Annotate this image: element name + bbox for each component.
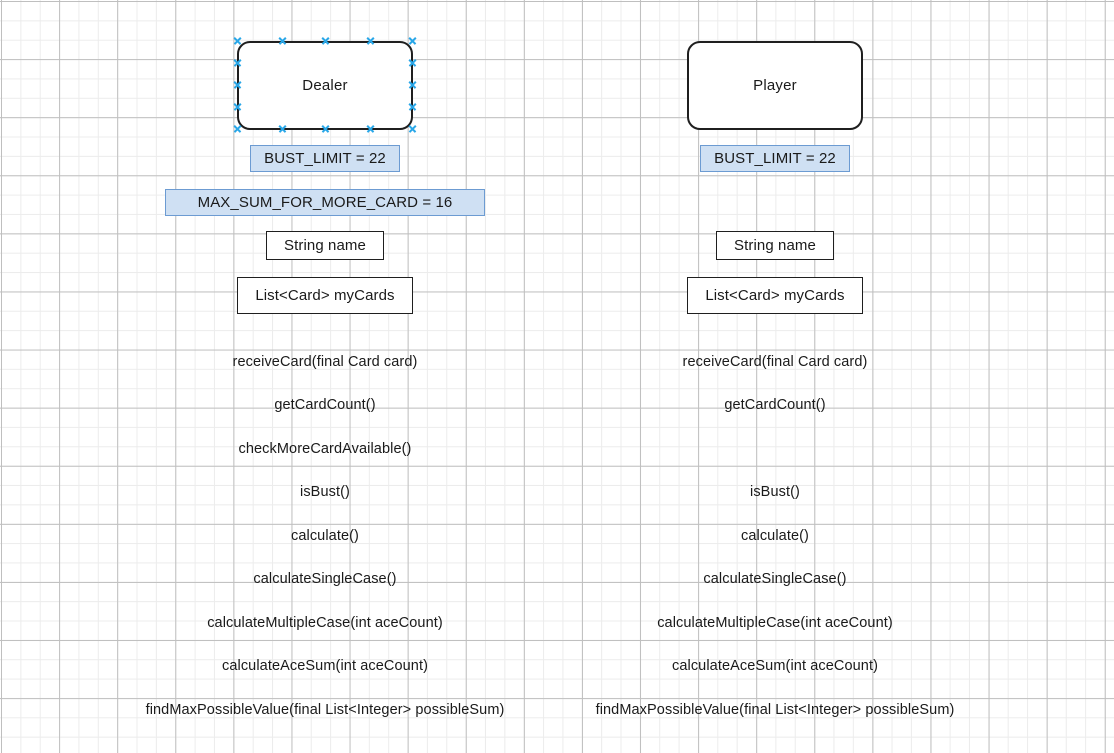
- selection-handle-s-2[interactable]: [321, 124, 330, 133]
- method-text: receiveCard(final Card card): [232, 354, 418, 370]
- selection-handle-nw[interactable]: [233, 36, 242, 45]
- method-text: findMaxPossibleValue(final List<Integer>…: [145, 702, 505, 718]
- method-label-dealer-isbust[interactable]: isBust(): [45, 482, 605, 502]
- method-label-dealer-calculatemultiplecase[interactable]: calculateMultipleCase(int aceCount): [45, 613, 605, 633]
- selection-handle-s-1[interactable]: [278, 124, 287, 133]
- method-label-player-getcardcount[interactable]: getCardCount(): [495, 395, 1055, 415]
- selection-handle-n-2[interactable]: [321, 36, 330, 45]
- class-box-player[interactable]: Player: [687, 41, 863, 130]
- method-label-dealer-checkmorecardavailable[interactable]: checkMoreCardAvailable(): [45, 439, 605, 459]
- selection-handle-ne[interactable]: [408, 36, 417, 45]
- constant-box-dealer-max-sum[interactable]: MAX_SUM_FOR_MORE_CARD = 16: [165, 189, 485, 216]
- method-label-player-findmaxpossiblevalue[interactable]: findMaxPossibleValue(final List<Integer>…: [495, 700, 1055, 720]
- method-text: calculateAceSum(int aceCount): [672, 658, 878, 674]
- constant-label-player-bust-limit: BUST_LIMIT = 22: [714, 150, 836, 167]
- selection-handle-w-3[interactable]: [233, 102, 242, 111]
- method-text: calculateMultipleCase(int aceCount): [207, 615, 443, 631]
- constant-box-player-bust-limit[interactable]: BUST_LIMIT = 22: [700, 145, 850, 172]
- selection-handle-n-1[interactable]: [278, 36, 287, 45]
- method-label-player-calculateacesum[interactable]: calculateAceSum(int aceCount): [495, 656, 1055, 676]
- method-text: checkMoreCardAvailable(): [238, 441, 412, 457]
- method-text: getCardCount(): [274, 397, 376, 413]
- field-label-player-name: String name: [734, 237, 816, 254]
- method-text: getCardCount(): [724, 397, 826, 413]
- class-box-dealer[interactable]: Dealer: [237, 41, 413, 130]
- method-text: isBust(): [300, 484, 350, 500]
- method-text: calculateMultipleCase(int aceCount): [657, 615, 893, 631]
- method-label-dealer-calculate[interactable]: calculate(): [45, 526, 605, 546]
- field-box-player-name[interactable]: String name: [716, 231, 834, 260]
- selection-handle-w-2[interactable]: [233, 80, 242, 89]
- class-title-dealer: Dealer: [302, 77, 348, 94]
- selection-handle-se[interactable]: [408, 124, 417, 133]
- constant-label-dealer-bust-limit: BUST_LIMIT = 22: [264, 150, 386, 167]
- method-label-player-isbust[interactable]: isBust(): [495, 482, 1055, 502]
- method-label-player-receivecard[interactable]: receiveCard(final Card card): [495, 352, 1055, 372]
- constant-box-dealer-bust-limit[interactable]: BUST_LIMIT = 22: [250, 145, 400, 172]
- method-text: receiveCard(final Card card): [682, 354, 868, 370]
- method-label-dealer-calculateacesum[interactable]: calculateAceSum(int aceCount): [45, 656, 605, 676]
- selection-handle-sw[interactable]: [233, 124, 242, 133]
- method-label-player-calculatemultiplecase[interactable]: calculateMultipleCase(int aceCount): [495, 613, 1055, 633]
- method-label-dealer-receivecard[interactable]: receiveCard(final Card card): [45, 352, 605, 372]
- selection-handle-e-2[interactable]: [408, 80, 417, 89]
- method-label-player-calculatesinglecase[interactable]: calculateSingleCase(): [495, 569, 1055, 589]
- method-label-player-calculate[interactable]: calculate(): [495, 526, 1055, 546]
- selection-handle-e-3[interactable]: [408, 102, 417, 111]
- field-box-dealer-name[interactable]: String name: [266, 231, 384, 260]
- method-label-dealer-findmaxpossiblevalue[interactable]: findMaxPossibleValue(final List<Integer>…: [45, 700, 605, 720]
- selection-handle-s-3[interactable]: [366, 124, 375, 133]
- method-text: calculateSingleCase(): [253, 571, 397, 587]
- selection-handle-e-1[interactable]: [408, 58, 417, 67]
- field-label-dealer-mycards: List<Card> myCards: [255, 287, 395, 304]
- selection-handle-w-1[interactable]: [233, 58, 242, 67]
- method-text: calculate(): [741, 528, 809, 544]
- method-label-player-empty-slot: [495, 439, 1055, 459]
- class-title-player: Player: [753, 77, 797, 94]
- method-text: calculate(): [291, 528, 359, 544]
- method-label-dealer-calculatesinglecase[interactable]: calculateSingleCase(): [45, 569, 605, 589]
- field-label-player-mycards: List<Card> myCards: [705, 287, 845, 304]
- selection-handle-n-3[interactable]: [366, 36, 375, 45]
- method-label-dealer-getcardcount[interactable]: getCardCount(): [45, 395, 605, 415]
- field-box-dealer-mycards[interactable]: List<Card> myCards: [237, 277, 413, 314]
- method-text: calculateSingleCase(): [703, 571, 847, 587]
- field-box-player-mycards[interactable]: List<Card> myCards: [687, 277, 863, 314]
- constant-label-dealer-max-sum: MAX_SUM_FOR_MORE_CARD = 16: [197, 194, 453, 211]
- field-label-dealer-name: String name: [284, 237, 366, 254]
- method-text: calculateAceSum(int aceCount): [222, 658, 428, 674]
- method-text: isBust(): [750, 484, 800, 500]
- method-text: findMaxPossibleValue(final List<Integer>…: [595, 702, 955, 718]
